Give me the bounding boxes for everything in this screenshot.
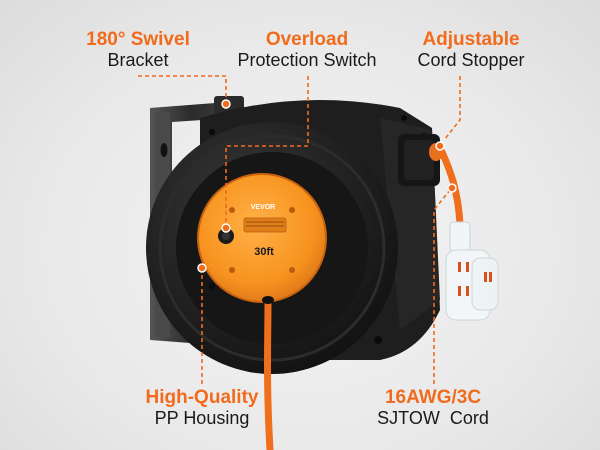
callout-overload-switch: Overload Protection Switch [222, 29, 392, 70]
callout-overload-highlight: Overload [265, 29, 349, 50]
callout-overload-detail: Protection Switch [237, 49, 377, 70]
callout-sjtow-cord: 16AWG/3C SJTOW Cord [348, 387, 518, 428]
overload-switch [218, 228, 234, 244]
callout-housing-detail: PP Housing [154, 407, 250, 428]
hub-brand: VEVOR [250, 204, 276, 211]
callout-stopper-highlight: Adjustable [422, 29, 520, 50]
callout-swivel-bracket: 180° Swivel Bracket [58, 29, 218, 70]
callout-swivel-highlight: 180° Swivel [86, 29, 190, 50]
extension-cord [438, 148, 499, 321]
hub-length: 30ft [254, 246, 274, 258]
callout-leaders [138, 75, 461, 384]
callout-housing-highlight: High-Quality [145, 387, 259, 408]
callout-swivel-detail: Bracket [107, 49, 169, 70]
lower-cord [264, 296, 274, 450]
callout-stopper-detail: Cord Stopper [417, 49, 525, 70]
cord-stopper [398, 134, 443, 186]
callout-cord-detail: SJTOW Cord [377, 407, 489, 428]
callout-cord-highlight: 16AWG/3C [384, 387, 482, 408]
callout-pp-housing: High-Quality PP Housing [122, 387, 282, 428]
reel-hub [197, 173, 327, 303]
triple-tap-plug [445, 221, 499, 321]
callout-cord-stopper: Adjustable Cord Stopper [396, 29, 546, 70]
